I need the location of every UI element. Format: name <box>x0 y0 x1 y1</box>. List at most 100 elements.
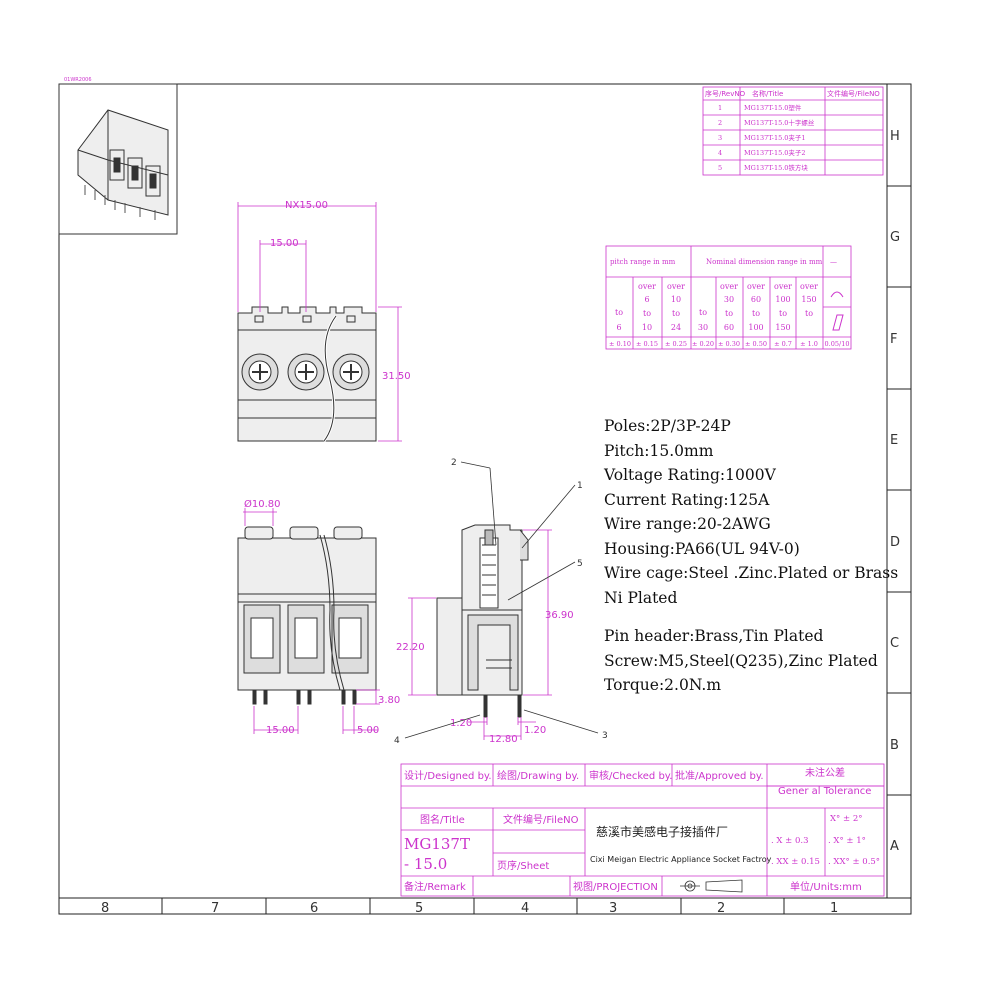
spec-housing: Housing:PA66(UL 94V-0) <box>604 539 800 558</box>
rev-row-title: MG137T-15.0铁方块 <box>744 163 808 172</box>
tol-range: 150 <box>801 295 816 304</box>
tol-range: 30 <box>724 295 734 304</box>
dim-side-height: 22.20 <box>396 642 425 653</box>
tol-value: 0.05/10 <box>825 340 850 348</box>
zone-letter: B <box>890 738 899 753</box>
dim-pitch-top: 15.00 <box>270 238 299 249</box>
rev-row-no: 4 <box>718 149 722 157</box>
tb-units-label: 单位/Units:mm <box>790 880 862 893</box>
tol-value: ± 0.50 <box>745 340 767 348</box>
zone-letter: G <box>890 230 900 245</box>
tol-value: ± 0.30 <box>718 340 740 348</box>
dim-height-front: 31.50 <box>382 371 411 382</box>
tol-range: 6 <box>616 323 621 332</box>
zone-letter: C <box>890 636 899 651</box>
rev-row-title: MG137T-15.0塑件 <box>744 103 802 112</box>
parallelism-icon <box>832 314 844 331</box>
bottom-view <box>237 526 377 705</box>
rev-row-title: MG137T-15.0夹子2 <box>744 148 806 157</box>
tol-value: ± 0.15 <box>636 340 658 348</box>
zone-letter: E <box>890 433 898 448</box>
rev-row-no: 3 <box>718 134 722 142</box>
zone-letter: H <box>890 129 900 144</box>
dim-pin-w-right: 1.20 <box>524 725 546 736</box>
corner-label: 01WR2006 <box>64 77 92 83</box>
callout-4: 4 <box>394 736 400 746</box>
spec-screw: Screw:M5,Steel(Q235),Zinc Plated <box>604 651 878 670</box>
tol-nominal-header: Nominal dimension range in mm <box>706 258 823 266</box>
tol-range: to <box>615 308 623 317</box>
tol-range: 24 <box>671 323 681 332</box>
tol-value: ± 0.10 <box>609 340 631 348</box>
title-block <box>400 763 885 897</box>
callout-5: 5 <box>577 559 583 569</box>
flatness-icon <box>830 291 844 298</box>
zone-number: 6 <box>310 901 318 916</box>
rev-row-title: MG137T-15.0十字螺丝 <box>744 118 815 127</box>
spec-list: Poles:2P/3P-24P Pitch:15.0mm Voltage Rat… <box>604 414 904 698</box>
zone-number: 4 <box>521 901 529 916</box>
zone-number: 3 <box>609 901 617 916</box>
side-view <box>436 524 529 718</box>
tol-range: 100 <box>775 295 790 304</box>
rev-row-no: 2 <box>718 119 722 127</box>
zone-number: 2 <box>717 901 725 916</box>
tb-drawing-by: 绘图/Drawing by. <box>497 769 579 782</box>
spec-pitch: Pitch:15.0mm <box>604 441 714 460</box>
tol-range: 30 <box>698 323 708 332</box>
rev-header-no: 序号/RevNO <box>705 89 746 98</box>
spec-wire-range: Wire range:20-2AWG <box>604 515 771 533</box>
spec-wire-cage: Wire cage:Steel .Zinc.Plated or Brass <box>604 564 899 582</box>
spec-poles: Poles:2P/3P-24P <box>604 417 731 435</box>
rev-header-title: 名称/Title <box>752 89 783 98</box>
rev-row-title: MG137T-15.0夹子1 <box>744 133 806 142</box>
tol-range: 100 <box>748 323 763 332</box>
zone-letter: F <box>890 332 897 347</box>
callout-3: 3 <box>602 731 608 741</box>
tb-company-en: Cixi Meigan Electric Appliance Socket Fa… <box>590 855 772 864</box>
spec-voltage: Voltage Rating:1000V <box>604 466 776 484</box>
outer-border <box>58 83 912 915</box>
spec-gap <box>604 610 904 624</box>
dim-hole-dia: Ø10.80 <box>244 498 281 510</box>
tol-range: 60 <box>724 323 734 332</box>
tol-value: ± 1.0 <box>800 340 818 348</box>
tol-pitch-header: pitch range in mm <box>610 258 676 266</box>
isometric-thumbnail <box>58 83 178 235</box>
dim-total-height: 36.90 <box>545 610 574 621</box>
tol-range: 10 <box>671 295 681 304</box>
tol-range: over <box>800 282 818 291</box>
tb-approved-by: 批准/Approved by. <box>675 769 764 782</box>
spec-current: Current Rating:125A <box>604 490 770 509</box>
callout-2: 2 <box>451 458 457 468</box>
dim-nx-pitch: NX15.00 <box>285 200 328 211</box>
tb-checked-by: 审核/Checked by. <box>589 769 672 782</box>
dim-base-width: 12.80 <box>489 734 518 745</box>
tolerance-table <box>605 245 852 350</box>
zone-number: 7 <box>211 901 219 916</box>
tb-file-label: 文件编号/FileNO <box>503 813 579 826</box>
rev-row-no: 1 <box>718 104 722 112</box>
tol-range: over <box>720 282 738 291</box>
callout-1: 1 <box>577 481 583 491</box>
tb-company-cn: 慈溪市美感电子接插件厂 <box>596 824 728 839</box>
tol-range: to <box>672 309 680 318</box>
tb-general-tol-en: Gener al Tolerance <box>778 786 871 797</box>
tol-range: 6 <box>644 295 649 304</box>
tol-range: to <box>699 308 707 317</box>
tol-range: over <box>638 282 656 291</box>
tb-tol-ang2: . X° ± 1° <box>828 836 866 846</box>
zone-letter: D <box>890 535 900 550</box>
tol-range: to <box>752 309 760 318</box>
tol-value: ± 0.7 <box>774 340 792 348</box>
tb-remark-label: 备注/Remark <box>404 880 466 893</box>
tb-part-no-1: MG137T <box>404 835 470 853</box>
tol-dash: — <box>830 258 837 266</box>
tol-range: 60 <box>751 295 761 304</box>
tb-tol-xx: . XX ± 0.15 <box>771 857 820 867</box>
tol-range: over <box>667 282 685 291</box>
tol-range: 150 <box>775 323 790 332</box>
spec-wire-cage-2: Ni Plated <box>604 588 678 607</box>
tb-part-no-2: - 15.0 <box>404 855 447 873</box>
